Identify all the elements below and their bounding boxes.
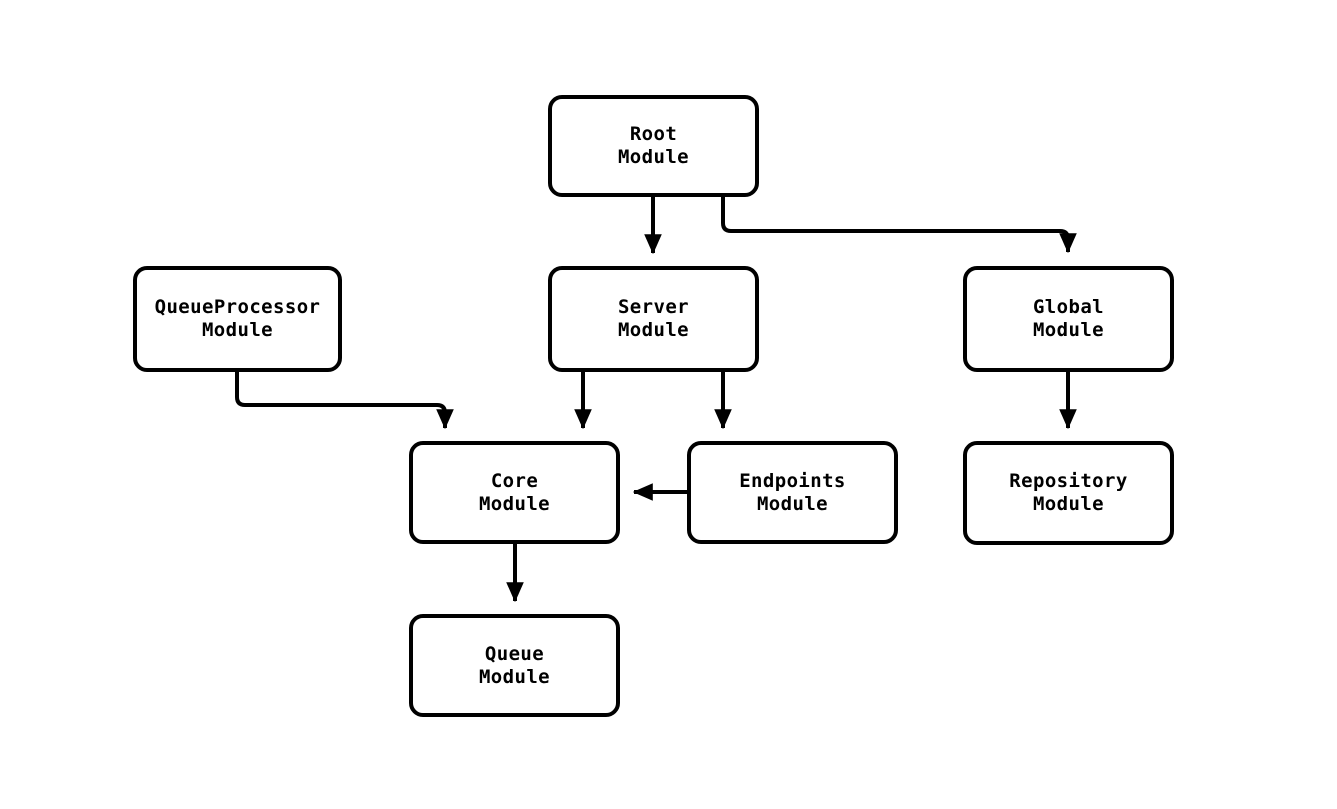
- node-queueprocessor-module-label: QueueProcessor Module: [154, 296, 321, 341]
- node-core-module-label: Core Module: [478, 469, 551, 515]
- node-root-module-label: Root Module: [617, 123, 690, 168]
- node-queueprocessor-module[interactable]: QueueProcessor Module: [133, 266, 342, 372]
- node-queue-module[interactable]: Queue Module: [409, 614, 620, 717]
- node-root-module[interactable]: Root Module: [548, 95, 759, 197]
- node-queue-module-label: Queue Module: [478, 642, 551, 688]
- node-endpoints-module[interactable]: Endpoints Module: [687, 441, 898, 544]
- node-repository-module-label: Repository Module: [1009, 470, 1128, 515]
- node-repository-module[interactable]: Repository Module: [963, 441, 1174, 545]
- edge-root-to-global: [721, 197, 1077, 254]
- node-server-module[interactable]: Server Module: [548, 266, 759, 372]
- node-core-module[interactable]: Core Module: [409, 441, 620, 544]
- node-endpoints-module-label: Endpoints Module: [739, 469, 846, 515]
- node-server-module-label: Server Module: [617, 296, 690, 341]
- node-global-module-label: Global Module: [1032, 296, 1105, 341]
- node-global-module[interactable]: Global Module: [963, 266, 1174, 372]
- edge-queueprocessor-to-core: [235, 372, 454, 430]
